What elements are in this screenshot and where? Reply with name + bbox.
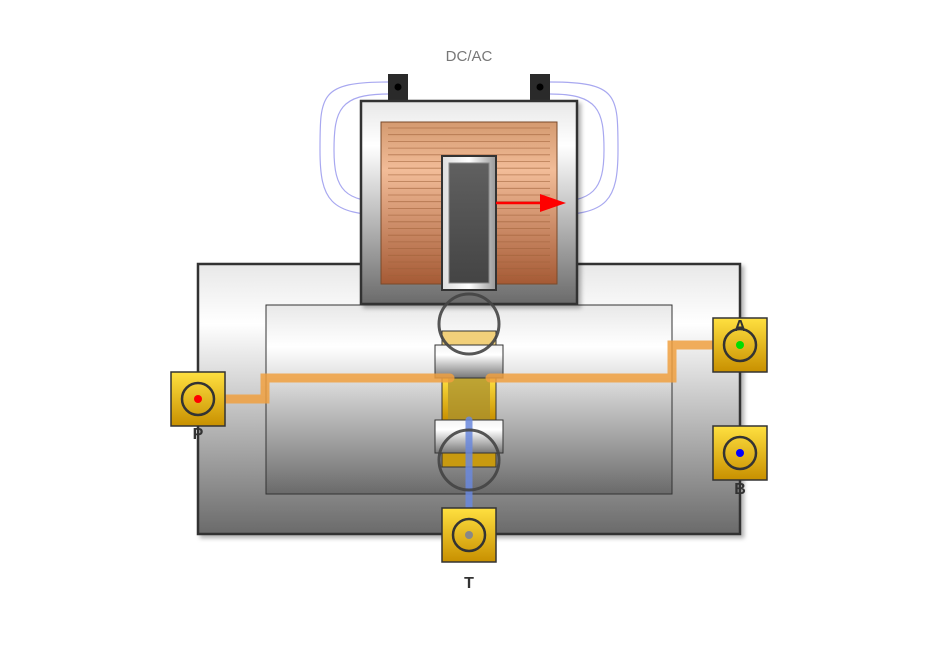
port-b[interactable]: B <box>712 425 768 498</box>
port-a-label: A <box>734 318 746 335</box>
port-b-icon <box>722 435 758 471</box>
port-t-label: T <box>464 575 474 592</box>
port-t-icon <box>451 517 487 553</box>
terminal-right <box>530 74 550 101</box>
port-b-dot <box>736 449 744 457</box>
terminal-left <box>388 74 408 101</box>
plunger-core <box>448 162 490 284</box>
port-a-icon <box>722 327 758 363</box>
port-p-dot <box>194 395 202 403</box>
port-t[interactable]: T <box>441 507 497 592</box>
detail-circle-upper <box>437 292 501 356</box>
flow-path-a <box>485 340 745 383</box>
force-arrow-icon <box>540 194 566 212</box>
port-a-dot <box>736 341 744 349</box>
port-p-label: P <box>193 426 204 443</box>
spool-top <box>441 330 497 346</box>
port-a[interactable]: A <box>712 317 768 373</box>
port-b-label: B <box>734 481 746 498</box>
port-p[interactable]: P <box>170 371 226 443</box>
port-p-icon <box>180 381 216 417</box>
supply-label: DC/AC <box>446 48 493 65</box>
flow-path-p <box>193 373 455 404</box>
spool-stem <box>448 378 490 420</box>
detail-circle-lower <box>437 428 501 492</box>
magnetic-field-lines <box>319 81 619 216</box>
port-t-dot <box>465 531 473 539</box>
spool-land-upper <box>434 344 504 379</box>
